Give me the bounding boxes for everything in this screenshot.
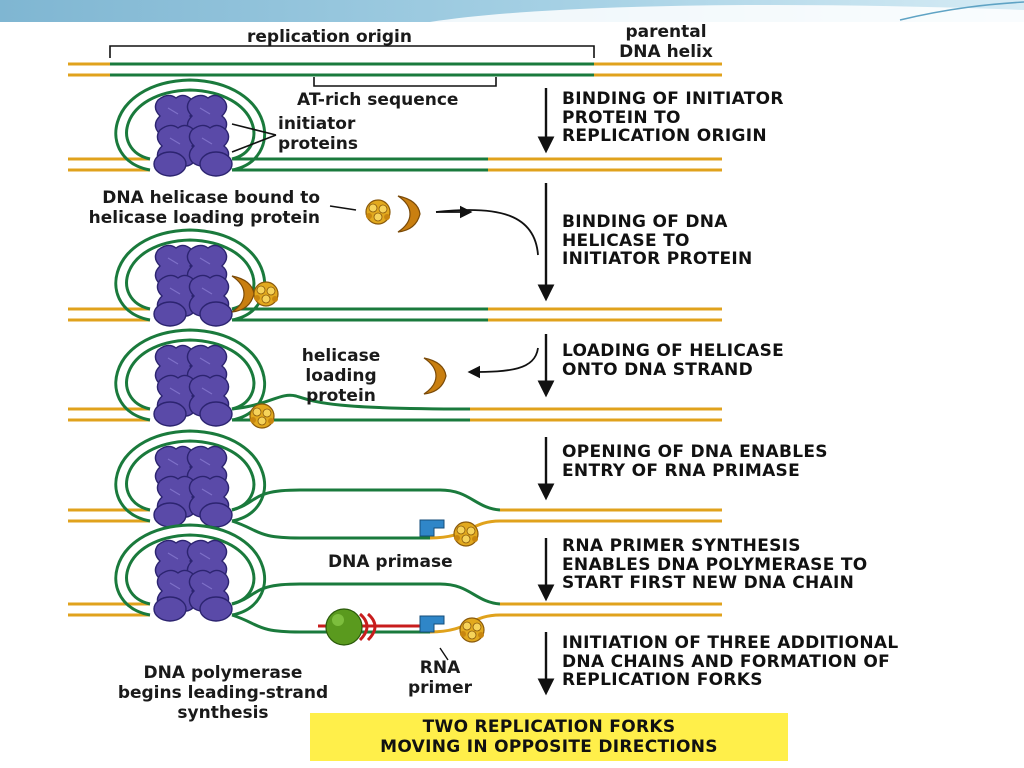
replication-origin-bracket [109, 45, 595, 58]
initiator-protein-icon [153, 244, 233, 327]
step-1-line3: REPLICATION ORIGIN [562, 126, 767, 146]
at-rich-label: AT-rich sequence [297, 90, 459, 110]
helicase-bound-label-line2: helicase loading protein [88, 208, 320, 228]
initiator-proteins-label: initiator proteins [278, 114, 358, 154]
helicase-bound-label-line1: DNA helicase bound to [102, 188, 320, 208]
helicase-icon [249, 403, 275, 429]
step-6-line3: REPLICATION FORKS [562, 670, 763, 690]
step-5-line2: ENABLES DNA POLYMERASE TO [562, 554, 868, 575]
polymerase-label-line1: DNA polymerase [143, 663, 303, 683]
dna-primase-icon [419, 519, 445, 537]
parental-label-line1: parental [625, 22, 707, 42]
initiator-pointer [231, 123, 277, 153]
dna-polymerase-label: DNA polymerase begins leading-strand syn… [78, 663, 368, 723]
helicase-loading-protein-label: helicase loading protein [284, 346, 398, 406]
helicase-loading-protein-icon [423, 357, 447, 395]
step-2-caption: BINDING OF DNA HELICASE TO INITIATOR PRO… [562, 213, 753, 269]
initiator-protein-icon [153, 94, 233, 177]
at-rich-bracket [313, 77, 497, 87]
rna-primer-icon [419, 615, 445, 633]
stage-helicase-loading [68, 328, 722, 429]
initiator-protein-icon [153, 539, 233, 622]
initiator-label-line1: initiator [278, 114, 356, 134]
step-2-line1: BINDING OF DNA [562, 212, 728, 232]
step-4-caption: OPENING OF DNA ENABLES ENTRY OF RNA PRIM… [562, 443, 828, 480]
helicase-icon [459, 617, 485, 643]
step-1-line2: PROTEIN TO [562, 107, 681, 128]
step-6-line2: DNA CHAINS AND FORMATION OF [562, 651, 890, 672]
step-5-caption: RNA PRIMER SYNTHESIS ENABLES DNA POLYMER… [562, 537, 867, 593]
stage-parental-helix [68, 45, 722, 87]
summary-line1: TWO REPLICATION FORKS [422, 717, 676, 737]
step-3-line1: LOADING OF HELICASE [562, 341, 785, 361]
polymerase-label-line3: synthesis [177, 703, 269, 723]
step-4-line1: OPENING OF DNA ENABLES [562, 442, 828, 462]
helicase-bound-label: DNA helicase bound to helicase loading p… [12, 188, 320, 228]
step-3-line2: ONTO DNA STRAND [562, 359, 753, 380]
helicase-icon [253, 281, 279, 307]
stage-dna-opening [68, 429, 722, 547]
stage-initiator-binding [68, 78, 722, 177]
rna-primer-label-line1: RNA [419, 658, 461, 678]
step-6-caption: INITIATION OF THREE ADDITIONAL DNA CHAIN… [562, 634, 899, 690]
helicase-complex-free [329, 195, 539, 256]
polymerase-label-line2: begins leading-strand [117, 683, 329, 703]
step-3-caption: LOADING OF HELICASE ONTO DNA STRAND [562, 342, 784, 379]
stage-primer-synthesis [68, 523, 722, 661]
step-1-caption: BINDING OF INITIATOR PROTEIN TO REPLICAT… [562, 90, 784, 146]
stage-helicase-binding [68, 228, 722, 327]
loading-protein-line2: loading [305, 366, 377, 386]
step-1-line1: BINDING OF INITIATOR [562, 89, 784, 109]
step-5-line3: START FIRST NEW DNA CHAIN [562, 573, 855, 593]
top-banner [0, 0, 1024, 22]
summary-text: TWO REPLICATION FORKS MOVING IN OPPOSITE… [310, 717, 788, 757]
parental-label-line2: DNA helix [619, 42, 713, 62]
helicase-loading-protein-icon [397, 195, 421, 233]
helicase-icon [365, 199, 391, 225]
dna-polymerase-icon [325, 608, 377, 646]
initiator-protein-icon [153, 344, 233, 427]
initiator-label-line2: proteins [278, 134, 358, 154]
summary-line2: MOVING IN OPPOSITE DIRECTIONS [380, 737, 718, 757]
step-6-line1: INITIATION OF THREE ADDITIONAL [562, 633, 899, 653]
dna-primase-label: DNA primase [328, 552, 453, 572]
rna-primer-label: RNA primer [400, 658, 480, 698]
step-2-line2: HELICASE TO [562, 230, 690, 251]
loading-protein-line1: helicase [301, 346, 381, 366]
step-5-line1: RNA PRIMER SYNTHESIS [562, 536, 801, 556]
step-2-line3: INITIATOR PROTEIN [562, 249, 753, 269]
rna-primer-label-line2: primer [407, 678, 472, 698]
replication-origin-label: replication origin [247, 27, 412, 47]
helicase-icon [453, 521, 479, 547]
dna-duplex [68, 62, 722, 77]
loading-protein-line3: protein [306, 386, 376, 406]
summary-box: TWO REPLICATION FORKS MOVING IN OPPOSITE… [310, 713, 788, 761]
initiator-protein-icon [153, 445, 233, 528]
step-4-line2: ENTRY OF RNA PRIMASE [562, 460, 801, 481]
parental-helix-label: parental DNA helix [600, 22, 732, 62]
